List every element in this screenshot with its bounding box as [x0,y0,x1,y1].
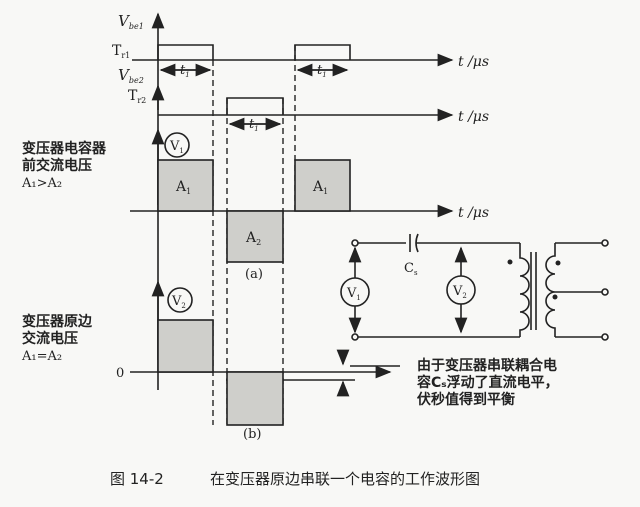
svg-text:V2: V2 [171,294,186,310]
time-axis-label-1: t /μs [458,54,489,70]
area-a1-second [294,159,351,212]
caption-text: 在变压器原边串联一个电容的工作波形图 [210,470,480,488]
capacitor-label: C [404,261,414,276]
upper-note-line-2: 前交流电压 [22,157,92,174]
vbe1-label: V [118,12,131,30]
area2-label: A [245,230,257,246]
tr1-label: T [112,43,122,59]
v1-meter-label: V [346,286,357,301]
pulse-width-label-1: t [180,63,186,78]
v1-marker [164,132,190,158]
svg-text:t1: t1 [180,63,190,79]
area-a2 [226,210,284,263]
tr2-label: T [128,88,138,104]
v2-marker-label: V [171,294,182,309]
explanation-line-1: 由于变压器串联耦合电 [417,357,557,374]
area1-label-2: A [312,179,324,195]
lower-note-line-1: 变压器原边 [22,313,93,330]
secondary-winding-icon [545,243,556,337]
v2-meter-label: V [452,284,463,299]
circuit [340,233,609,341]
svg-text:V1: V1 [169,139,184,155]
svg-text:A2: A2 [245,230,261,247]
svg-text:Vbe2: Vbe2 [118,66,144,85]
lower-note-line-2: 交流电压 [22,330,78,347]
svg-text:A1: A1 [175,179,191,196]
svg-text:Tr2: Tr2 [128,88,146,105]
pulse-width-label-2: t [249,117,255,132]
svg-text:Tr1: Tr1 [112,43,130,60]
upper-note-line-3: A₁>A₂ [21,176,62,191]
area-b-negative [226,371,284,426]
svg-text:t1: t1 [317,63,327,79]
zero-label: 0 [116,366,124,381]
svg-text:A1: A1 [312,179,328,196]
time-axis-label-3: t /μs [458,205,489,221]
pulse-tr2 [226,97,284,115]
pulse-width-label-3: t [317,63,323,78]
area1-label-1: A [175,179,187,195]
v1-meter [340,277,370,307]
caption-number: 图 14-2 [110,470,164,488]
subfigure-b-label: (b) [243,427,261,442]
lower-note-line-3: A₁=A₂ [21,349,62,364]
v1-marker-label: V [169,139,180,154]
time-axis-label-2: t /μs [458,109,489,125]
v2-meter [446,275,476,305]
explanation-line-3: 伏秒值得到平衡 [417,391,515,408]
upper-note-line-1: 变压器电容器 [22,140,107,157]
svg-text:t1: t1 [249,117,259,133]
svg-text:V2: V2 [452,284,467,300]
svg-text:V1: V1 [346,286,361,302]
svg-text:Vbe1: Vbe1 [118,12,144,31]
pulse-tr1-1 [157,44,214,60]
subfigure-a-label: (a) [245,267,263,282]
svg-text:Cs: Cs [404,261,418,277]
area-b-positive [157,319,214,373]
vbe2-label: V [118,66,131,84]
pulse-tr1-2 [294,44,351,60]
area-a1-first [157,159,214,212]
primary-winding-icon [519,243,530,337]
explanation-line-2: 容Cₛ浮动了直流电平， [416,374,559,391]
v2-marker [167,287,193,313]
